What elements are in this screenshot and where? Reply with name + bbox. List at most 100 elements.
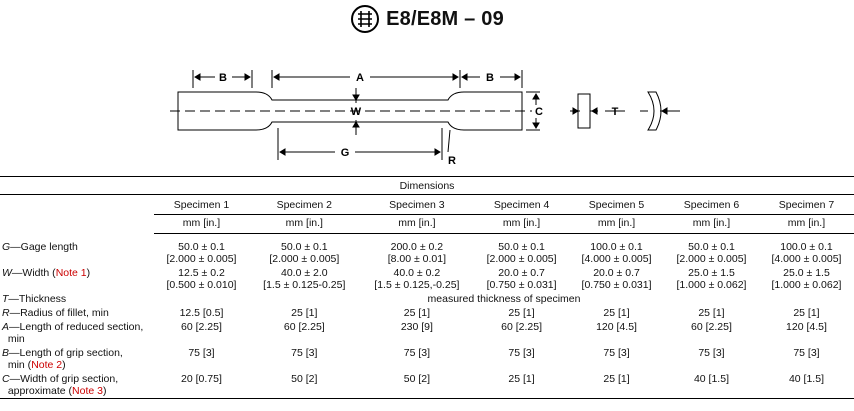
value-mm: 12.5 [0.5] (179, 307, 224, 319)
dim-label-a: A (356, 72, 364, 84)
value-mm: 25.0 ± 1.5 (688, 267, 735, 279)
value-cell: 120 [4.5] (759, 320, 854, 346)
value-cell: 60 [2.25] (249, 320, 360, 346)
value-cell: 200.0 ± 0.2[8.00 ± 0.01] (360, 240, 474, 266)
row-label: R—Radius of fillet, min (0, 306, 154, 320)
units-cell: mm [in.] (569, 214, 664, 234)
value-cell: 50.0 ± 0.1[2.000 ± 0.005] (249, 240, 360, 266)
value-cell: 50.0 ± 0.1[2.000 ± 0.005] (664, 240, 759, 266)
value-in: [2.000 ± 0.005] (676, 253, 747, 265)
value-cell: 40 [1.5] (758, 372, 854, 399)
value-mm: 75 [3] (403, 347, 431, 359)
row-label-text-2: approximate ( (7, 385, 73, 397)
row-symbol: R (2, 307, 10, 319)
note-link[interactable]: Note 1 (55, 267, 87, 279)
dim-label-t: T (612, 106, 619, 118)
value-mm: 60 [2.25] (181, 321, 222, 333)
note-link[interactable]: Note 2 (31, 359, 63, 371)
row-label: B—Length of grip section, min (Note 2) (0, 346, 154, 372)
value-cell: 75 [3] (154, 346, 249, 372)
value-mm: 20.0 ± 0.7 (593, 267, 640, 279)
value-cell: 60 [2.25] (154, 320, 249, 346)
dim-label-r: R (448, 155, 456, 167)
value-in: [2.000 ± 0.005] (166, 253, 237, 265)
value-cell: 75 [3] (759, 346, 854, 372)
units-cell: mm [in.] (154, 214, 249, 234)
value-cell: 75 [3] (249, 346, 360, 372)
value-mm: 50.0 ± 0.1 (498, 241, 545, 253)
row-label-text: —Length of grip section, (9, 347, 123, 359)
note-close: ) (102, 385, 107, 397)
row-label-text: —Width of grip section, (9, 373, 119, 385)
value-mm: 40 [1.5] (693, 373, 729, 385)
value-cell: 40.0 ± 2.0[1.5 ± 0.125-0.25] (249, 266, 360, 292)
dim-label-b-left: B (219, 72, 227, 84)
row-label: W—Width (Note 1) (0, 266, 154, 292)
dim-label-c: C (535, 106, 543, 118)
specimen-header: Specimen 3 (389, 199, 445, 211)
value-mm: 25.0 ± 1.5 (783, 267, 830, 279)
table-row: A—Length of reduced section, min 60 [2.25… (0, 320, 854, 346)
value-cell: 40 [1.5] (664, 372, 759, 399)
value-mm: 60 [2.25] (501, 321, 542, 333)
units-cell: mm [in.] (248, 214, 360, 234)
table-row: B—Length of grip section, min (Note 2) 75… (0, 346, 854, 372)
value-cell: 25 [1] (759, 306, 854, 320)
value-mm: 50.0 ± 0.1 (178, 241, 225, 253)
units-cell: mm [in.] (758, 214, 854, 234)
row-label-text-2: min (7, 333, 25, 345)
value-mm: 25 [1] (698, 307, 725, 319)
value-mm: 100.0 ± 0.1 (590, 241, 643, 253)
value-cell: 12.5 ± 0.2[0.500 ± 0.010] (154, 266, 249, 292)
value-cell: 25.0 ± 1.5[1.000 ± 0.062] (759, 266, 854, 292)
row-label-text: —Radius of fillet, min (9, 307, 109, 319)
value-mm: 75 [3] (603, 347, 630, 359)
value-mm: 75 [3] (698, 347, 725, 359)
value-mm: 40 [1.5] (788, 373, 824, 385)
value-cell: 20.0 ± 0.7[0.750 ± 0.031] (569, 266, 664, 292)
value-cell: 12.5 [0.5] (154, 306, 249, 320)
value-mm: 12.5 ± 0.2 (178, 267, 225, 279)
row-label-text: —Width ( (11, 267, 56, 279)
value-mm: 25 [1] (508, 307, 535, 319)
specimen-diagram: B A B W C G R T (170, 70, 680, 167)
value-mm: 75 [3] (508, 347, 535, 359)
row-label: T—Thickness (0, 292, 154, 306)
note-close: ) (62, 359, 66, 371)
value-cell: 25 [1] (474, 372, 570, 399)
row-label-text: —Gage length (10, 241, 78, 253)
value-cell: 75 [3] (360, 346, 474, 372)
note-link[interactable]: Note 3 (72, 385, 103, 397)
value-cell: 25 [1] (664, 306, 759, 320)
row-label-text: —Thickness (8, 293, 67, 305)
table-row: C—Width of grip section, approximate (No… (0, 372, 854, 399)
value-cell: 40.0 ± 0.2[1.5 ± 0.125,-0.25] (360, 266, 474, 292)
specimen-header: Specimen 5 (588, 199, 645, 211)
row-symbol: T (2, 293, 9, 305)
value-cell: 50 [2] (248, 372, 360, 399)
value-cell: 25.0 ± 1.5[1.000 ± 0.062] (664, 266, 759, 292)
table-row: R—Radius of fillet, min 12.5 [0.5] 25 [1] 2… (0, 306, 854, 320)
value-mm: 40.0 ± 0.2 (393, 267, 441, 279)
value-cell: 60 [2.25] (664, 320, 759, 346)
value-in: [2.000 ± 0.005] (269, 253, 340, 265)
row-label: A—Length of reduced section, min (0, 320, 154, 346)
specimen-header: Specimen 6 (683, 199, 740, 211)
table-row: W—Width (Note 1)12.5 ± 0.2[0.500 ± 0.010… (0, 266, 854, 292)
document-title: E8/E8M – 09 (386, 7, 504, 30)
value-mm: 200.0 ± 0.2 (390, 241, 444, 253)
value-mm: 75 [3] (188, 347, 215, 359)
units-cell: mm [in.] (664, 214, 759, 234)
value-cell: 100.0 ± 0.1[4.000 ± 0.005] (569, 240, 664, 266)
document-header: E8/E8M – 09 (0, 4, 854, 39)
value-cell: 100.0 ± 0.1[4.000 ± 0.005] (759, 240, 854, 266)
value-cell: 25 [1] (569, 372, 664, 399)
value-mm: 25 [1] (603, 307, 630, 319)
value-mm: 75 [3] (291, 347, 318, 359)
note-close: ) (86, 267, 91, 279)
row-symbol: G (2, 241, 11, 253)
specimen-header: Specimen 2 (276, 199, 333, 211)
value-mm: 25 [1] (291, 307, 318, 319)
units-cell: mm [in.] (474, 214, 570, 234)
